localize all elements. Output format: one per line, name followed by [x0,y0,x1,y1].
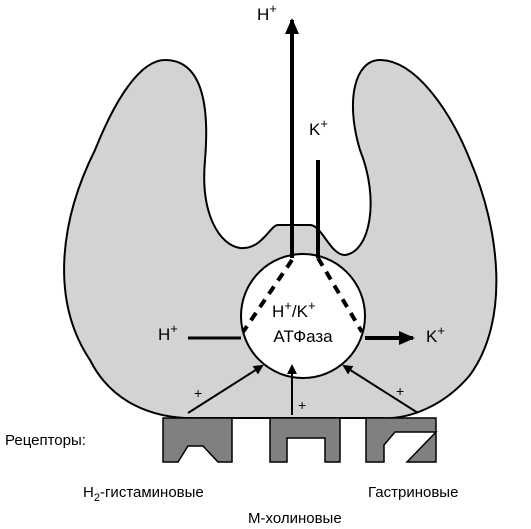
gastrin-receptor-shape [365,417,438,463]
pump-label-line2: АТФаза [273,327,333,346]
h2-histamine-label: H2-гистаминовые [83,484,204,504]
k-top-label: K+ [309,116,328,139]
h-top-label: H+ [257,1,277,24]
plus-left: + [194,385,202,401]
proton-pump-circle [240,253,366,379]
parietal-cell-body [63,58,498,420]
gastrin-receptor-arrow [342,364,419,414]
dashed-h-path [241,258,294,334]
k-right-label: K+ [426,323,445,346]
dashed-k-path [316,256,364,334]
h2-receptor-arrow [187,364,264,414]
h2-receptor-shape [162,417,233,463]
m-receptor-shape [269,417,341,463]
gastrin-label: Гастриновые [368,484,458,501]
m-cholin-label: М-холиновые [248,510,342,527]
pump-label-line1: H+/K+ [272,298,316,321]
h-left-label: H+ [158,321,178,344]
receptors-label: Рецепторы: [5,432,86,449]
plus-right: + [396,383,404,399]
plus-mid: + [298,397,306,413]
